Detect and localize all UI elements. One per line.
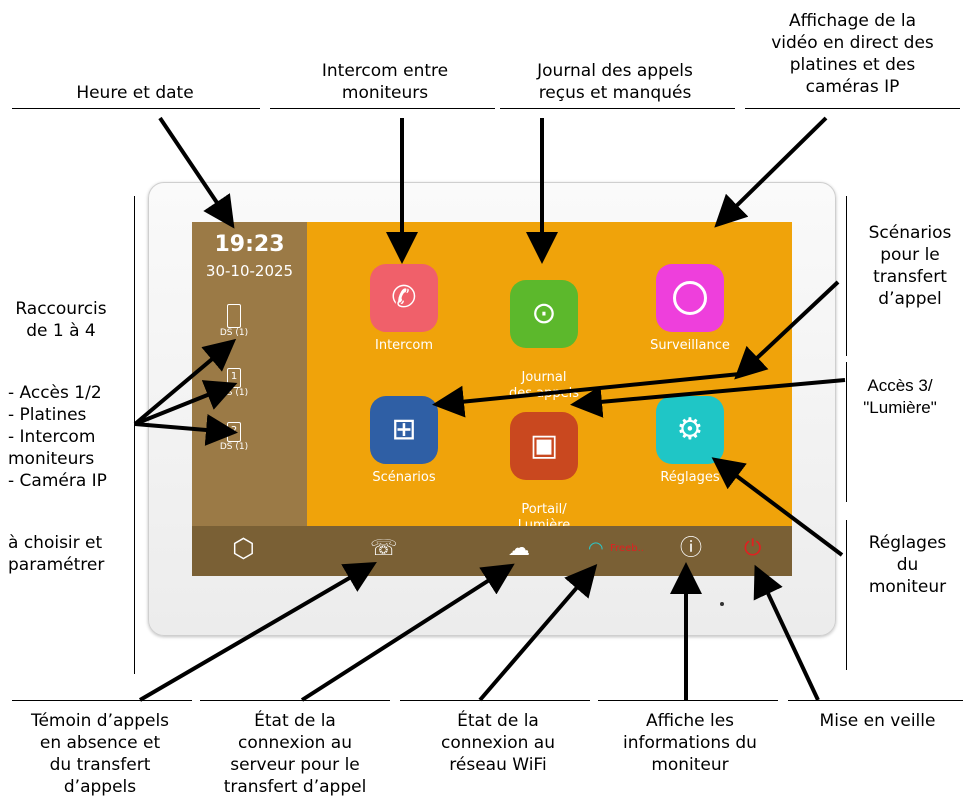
label-etat-wifi: État de la connexion au réseau WiFi — [440, 711, 555, 775]
divider-line — [788, 700, 963, 701]
app-icon-tile — [656, 264, 724, 332]
shortcut-1[interactable]: DS (1) — [214, 304, 254, 338]
label-temoin: Témoin d’appels en absence et du transfe… — [30, 711, 170, 797]
divider-line — [400, 700, 590, 701]
app-icon-tile: ⊞ — [370, 396, 438, 464]
divider-line — [846, 362, 847, 502]
shortcut-label: DS (1) — [219, 388, 249, 398]
clock-time: 19:23 — [214, 232, 285, 257]
label-heure-date: Heure et date — [76, 83, 194, 103]
app-reglages[interactable]: ⚙ Réglages — [630, 396, 750, 486]
app-label: Réglages — [660, 470, 720, 485]
sidebar: 19:23 30-10-2025 DS (1) 1 DS (1) 2 DS (1… — [192, 222, 307, 526]
label-reglages: Réglages du moniteur — [868, 533, 947, 597]
label-affichage: Affichage de la vidéo en direct des plat… — [771, 11, 934, 97]
divider-line — [846, 196, 847, 356]
info-icon[interactable]: ⓘ — [680, 536, 703, 561]
app-icon-tile: ⊙ — [510, 280, 578, 348]
divider-line — [270, 108, 495, 109]
app-scenarios[interactable]: ⊞ Scénarios — [344, 396, 464, 486]
cloud-icon[interactable]: ☁ — [508, 536, 530, 561]
divider-line — [12, 700, 192, 701]
app-icon-tile: ⚙ — [656, 396, 724, 464]
grid-icon: ⊞ — [391, 412, 417, 447]
label-infos: Affiche les informations du moniteur — [623, 711, 757, 775]
app-label: Intercom — [375, 338, 433, 353]
lock-1-icon: 1 — [227, 368, 241, 388]
label-acces3: Accès 3/ "Lumière" — [863, 376, 937, 417]
label-veille: Mise en veille — [819, 711, 936, 731]
app-label: Surveillance — [650, 338, 730, 353]
settings-hex-icon[interactable]: ⬡ — [232, 534, 255, 564]
shortcut-3[interactable]: 2 DS (1) — [214, 422, 254, 452]
divider-line — [200, 700, 390, 701]
divider-line — [12, 108, 260, 109]
divider-line — [598, 700, 778, 701]
label-choisir: à choisir et paramétrer — [8, 533, 105, 575]
app-icon-tile: ✆ — [370, 264, 438, 332]
divider-line — [745, 108, 960, 109]
label-etat-serveur: État de la connexion au serveur pour le … — [223, 711, 367, 797]
clock-date: 30-10-2025 — [205, 262, 294, 280]
app-portail[interactable]: ▣ Portail/ Lumière — [484, 396, 604, 534]
door-station-icon — [227, 304, 241, 328]
app-surveillance[interactable]: Surveillance — [630, 264, 750, 354]
wifi-icon[interactable]: ◠ — [588, 538, 604, 559]
camera-lens-icon — [673, 281, 707, 315]
sensor-dot — [720, 602, 724, 606]
divider-line — [134, 196, 135, 674]
gate-icon: ▣ — [529, 428, 559, 463]
app-journal[interactable]: ⊙ Journal des appels — [484, 264, 604, 402]
play-circle-icon: ⊙ — [531, 296, 557, 331]
app-intercom[interactable]: ✆ Intercom — [344, 264, 464, 354]
shortcut-label: DS (1) — [219, 328, 249, 338]
label-scenarios: Scénarios pour le transfert d’appel — [868, 223, 952, 309]
app-icon-tile: ▣ — [510, 412, 578, 480]
wifi-ssid: Freeb.. — [610, 543, 644, 554]
power-icon[interactable]: ⏻ — [744, 536, 762, 561]
app-label: Scénarios — [372, 470, 436, 485]
monitor-screen: 19:23 30-10-2025 DS (1) 1 DS (1) 2 DS (1… — [192, 222, 792, 576]
shortcut-2[interactable]: 1 DS (1) — [214, 368, 254, 398]
label-raccourcis: Raccourcis de 1 à 4 — [15, 299, 107, 341]
missed-call-icon[interactable]: ☏ — [370, 536, 398, 561]
lock-2-icon: 2 — [227, 422, 241, 442]
label-journal: Journal des appels reçus et manqués — [537, 61, 693, 103]
divider-line — [846, 520, 847, 670]
label-intercom: Intercom entre moniteurs — [321, 61, 449, 103]
phone-icon: ✆ — [391, 280, 417, 315]
gear-icon: ⚙ — [676, 412, 704, 447]
shortcut-label: DS (1) — [219, 442, 249, 452]
divider-line — [500, 108, 735, 109]
label-options: - Accès 1/2 - Platines - Intercom monite… — [8, 383, 107, 491]
